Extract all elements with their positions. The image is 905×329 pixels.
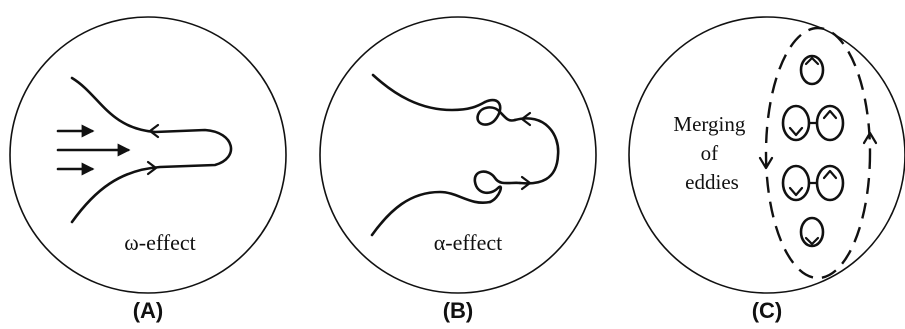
panel-b: α-effect (B) xyxy=(320,17,596,323)
panel-c-caption-line-1: Merging xyxy=(673,112,745,136)
panel-b-label: (B) xyxy=(443,298,474,323)
panel-c-eddy-bottom xyxy=(801,218,823,246)
panel-b-lower-loop xyxy=(475,172,520,202)
panel-b-lower-field-line xyxy=(372,192,490,235)
panel-c-caption-line-2: of xyxy=(701,141,719,165)
panel-c: Merging of eddies (C) xyxy=(629,17,905,323)
panel-c-eddy-row3-left-arrow xyxy=(790,188,802,195)
panel-b-arch xyxy=(515,118,558,183)
panel-a-label: (A) xyxy=(133,298,164,323)
panel-c-eddy-top-arrow xyxy=(806,58,818,64)
panel-b-upper-field-line xyxy=(373,75,485,110)
panel-c-dashed-boundary xyxy=(766,28,870,278)
panel-c-label: (C) xyxy=(752,298,783,323)
panel-b-caption: α-effect xyxy=(434,230,503,255)
panel-c-caption-line-3: eddies xyxy=(685,170,739,194)
panel-c-eddy-row2-left-arrow xyxy=(790,128,802,135)
panel-a-caption: ω-effect xyxy=(124,230,195,255)
panel-c-eddy-row2-right-arrow xyxy=(824,111,836,118)
panel-c-eddy-row3-right-arrow xyxy=(824,171,836,178)
panel-c-caption: Merging of eddies xyxy=(673,112,750,194)
panel-c-eddy-top xyxy=(801,56,823,84)
panel-a: ω-effect (A) xyxy=(10,17,286,323)
panel-c-eddy-bottom-arrow xyxy=(806,238,818,244)
